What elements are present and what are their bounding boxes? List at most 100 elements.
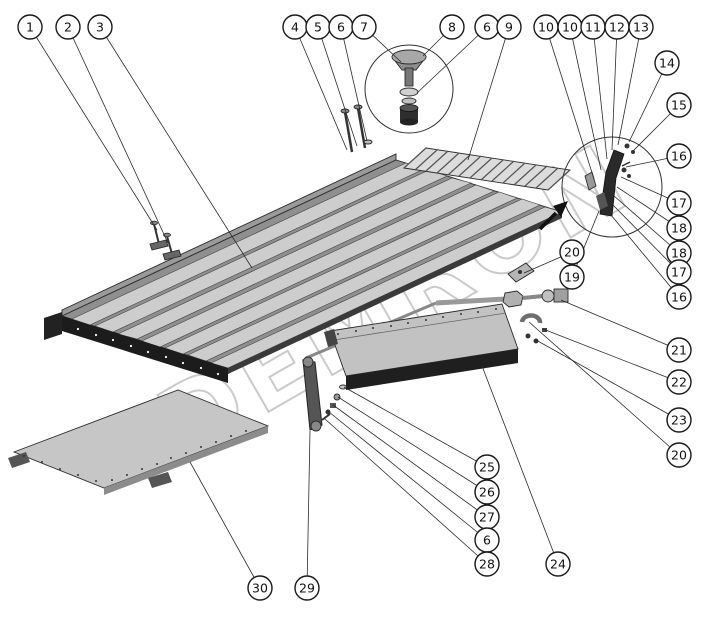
leader-line-4 <box>294 26 348 151</box>
leader-line-29 <box>306 430 311 589</box>
crank-arm-group <box>302 356 347 432</box>
crank-arm-top-joint <box>302 356 314 368</box>
svg-text:11: 11 <box>585 20 601 35</box>
svg-text:16: 16 <box>671 290 687 305</box>
louver-slat <box>187 198 541 362</box>
leader-line-21 <box>560 299 680 351</box>
callout-15: 15 <box>666 92 692 118</box>
grain-pan-right-foot <box>148 472 172 488</box>
drive-shaft <box>435 296 506 306</box>
callout-20: 20 <box>666 442 692 468</box>
svg-text:22: 22 <box>671 375 687 390</box>
callout-18: 18 <box>666 215 692 241</box>
main-sieve-front-face <box>62 316 228 383</box>
bracket-arm <box>596 192 608 210</box>
callout-8: 8 <box>439 14 465 40</box>
washer-small <box>401 97 417 105</box>
callout-6: 6 <box>474 14 500 40</box>
leader-line-10 <box>545 26 595 180</box>
callout-19: 19 <box>559 264 585 290</box>
svg-text:13: 13 <box>633 20 649 35</box>
grate-slats <box>403 147 571 191</box>
svg-text:9: 9 <box>505 20 513 35</box>
grain-pan-front-edge <box>104 426 268 495</box>
svg-text:8: 8 <box>448 20 456 35</box>
leader-line-10 <box>569 26 602 171</box>
leader-line-26 <box>337 396 488 493</box>
svg-text:25: 25 <box>479 460 495 475</box>
leader-line-6 <box>340 26 368 142</box>
louver-slat <box>117 177 472 340</box>
svg-text:26: 26 <box>479 485 495 500</box>
svg-text:18: 18 <box>671 246 687 261</box>
svg-text:28: 28 <box>479 557 495 572</box>
svg-text:12: 12 <box>609 20 625 35</box>
bracket-detail-circle <box>561 136 663 238</box>
leader-line-14 <box>628 62 668 143</box>
svg-text:23: 23 <box>671 413 687 428</box>
leader-line-22 <box>542 328 680 383</box>
leader-line-3 <box>99 26 253 269</box>
crank-arm-bottom-joint <box>310 420 322 432</box>
leader-line-6 <box>328 411 488 541</box>
callout-27: 27 <box>474 504 500 530</box>
callout-17: 17 <box>666 190 692 216</box>
svg-text:6: 6 <box>337 20 345 35</box>
callout-2: 2 <box>55 14 81 40</box>
svg-text:6: 6 <box>483 20 491 35</box>
svg-text:4: 4 <box>291 20 299 35</box>
lower-sieve-bracket <box>324 329 338 347</box>
small-nut <box>330 403 336 408</box>
callout-13: 13 <box>628 14 654 40</box>
svg-text:30: 30 <box>252 581 268 596</box>
leader-line-6 <box>416 26 488 94</box>
svg-text:24: 24 <box>550 557 566 572</box>
callout-17: 17 <box>666 259 692 285</box>
small-bushing <box>333 393 341 401</box>
louver-slat <box>94 169 448 333</box>
crank-shaft-assembly <box>305 288 569 360</box>
svg-text:17: 17 <box>671 196 687 211</box>
leader-line-18 <box>612 194 680 254</box>
callout-28: 28 <box>474 551 500 577</box>
small-washer <box>339 384 347 390</box>
louver-slat <box>164 191 518 355</box>
svg-text:21: 21 <box>671 343 687 358</box>
nut-body <box>400 108 418 122</box>
leader-line-28 <box>324 418 488 565</box>
callout-1: 1 <box>17 14 43 40</box>
svg-text:10: 10 <box>538 20 554 35</box>
grain-pan <box>8 389 270 495</box>
callout-10: 10 <box>533 14 559 40</box>
leader-line-27 <box>332 404 488 518</box>
callout-26: 26 <box>474 479 500 505</box>
leader-line-16 <box>605 208 680 298</box>
leader-line-1 <box>29 26 158 231</box>
svg-text:10: 10 <box>562 20 578 35</box>
svg-text:18: 18 <box>671 221 687 236</box>
svg-text:17: 17 <box>671 265 687 280</box>
svg-text:2: 2 <box>64 20 72 35</box>
hanger-stem <box>404 67 414 87</box>
callout-21: 21 <box>666 337 692 363</box>
svg-text:20: 20 <box>564 245 580 260</box>
leader-line-30 <box>189 461 261 589</box>
svg-text:5: 5 <box>314 20 322 35</box>
callout-12: 12 <box>604 14 630 40</box>
callout-4: 4 <box>282 14 308 40</box>
callout-23: 23 <box>666 407 692 433</box>
small-bolt <box>321 413 331 421</box>
lower-sieve <box>324 303 519 390</box>
nut-bottom <box>400 118 418 126</box>
callout-16: 16 <box>666 143 692 169</box>
callout-30: 30 <box>247 575 273 601</box>
callout-6: 6 <box>328 14 354 40</box>
u-bolt <box>519 313 543 324</box>
callout-6: 6 <box>474 527 500 553</box>
grain-pan-rivets <box>23 430 247 482</box>
front-face-rivets <box>76 327 220 376</box>
washer-large <box>399 87 419 97</box>
main-sieve-bottom-edge <box>228 212 562 374</box>
callout-5: 5 <box>305 14 331 40</box>
